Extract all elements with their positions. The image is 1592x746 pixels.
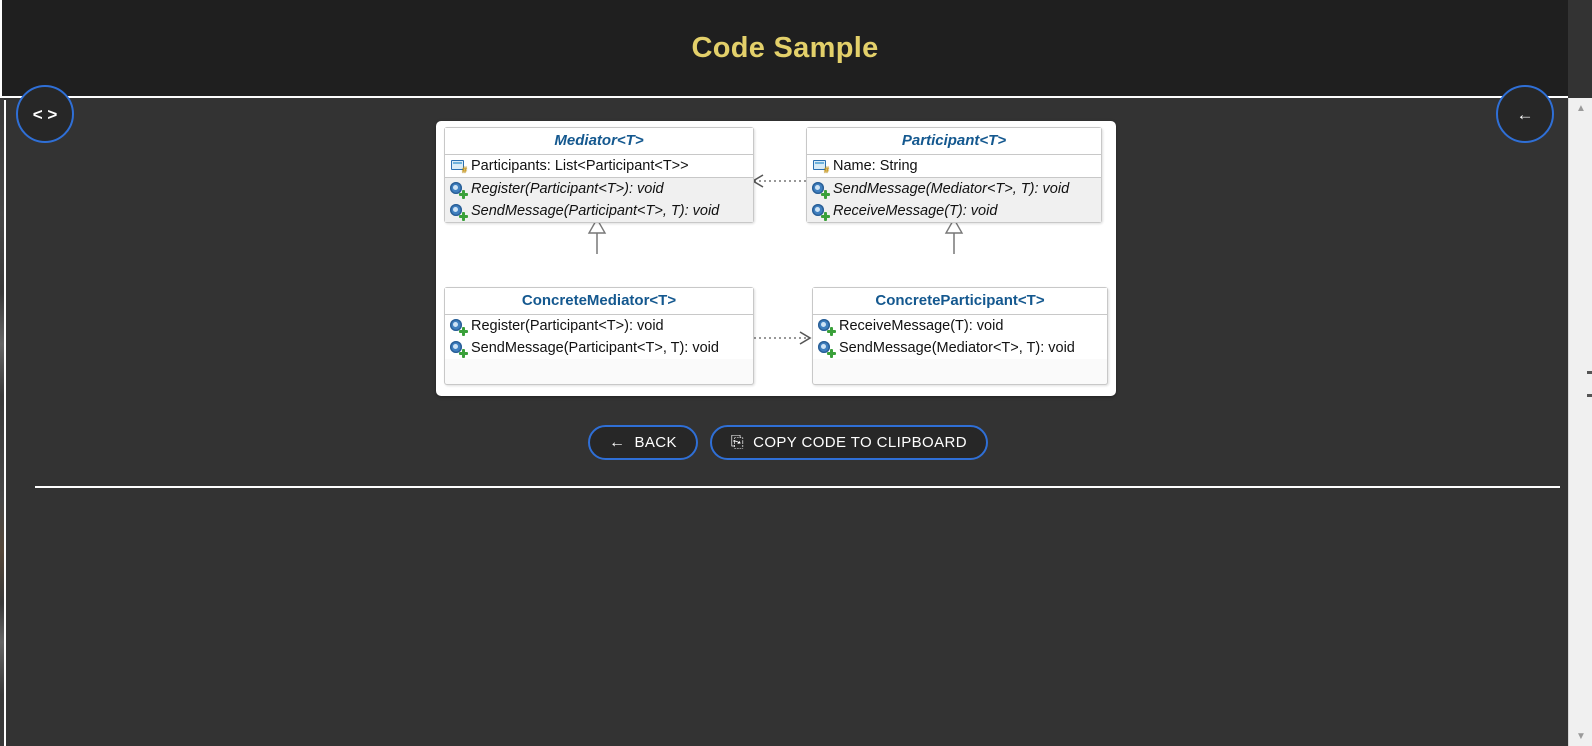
- page-header: Code Sample: [0, 0, 1568, 98]
- uml-methods-section: Register(Participant<T>): void SendMessa…: [445, 177, 753, 222]
- window-edge-sliver: [0, 98, 4, 746]
- uml-member-text: Name: String: [833, 158, 918, 174]
- section-divider: [35, 486, 1560, 488]
- uml-method-row: ReceiveMessage(T): void: [813, 315, 1107, 337]
- code-icon: < >: [32, 104, 58, 124]
- copy-code-button-label: COPY CODE TO CLIPBOARD: [753, 434, 967, 451]
- uml-method-row: SendMessage(Participant<T>, T): void: [445, 337, 753, 359]
- arrow-left-icon: ←: [609, 433, 626, 451]
- uml-method-row: SendMessage(Mediator<T>, T): void: [813, 337, 1107, 359]
- method-icon: [818, 340, 836, 358]
- method-icon: [812, 181, 830, 199]
- clipboard-icon: ⎘: [730, 433, 745, 451]
- page-title: Code Sample: [691, 31, 879, 64]
- method-icon: [818, 318, 836, 336]
- uml-class-concrete-mediator[interactable]: ConcreteMediator<T> Register(Participant…: [444, 287, 754, 385]
- uml-member-text: SendMessage(Mediator<T>, T): void: [833, 181, 1070, 197]
- uml-properties-section: # Participants: List<Participant<T>>: [445, 155, 753, 177]
- uml-method-row: SendMessage(Mediator<T>, T): void: [807, 178, 1101, 200]
- uml-class-participant[interactable]: Participant<T> # Name: String SendMessag…: [806, 127, 1102, 223]
- method-icon: [450, 340, 468, 358]
- property-icon: #: [812, 159, 829, 174]
- uml-methods-section: Register(Participant<T>): void SendMessa…: [445, 315, 753, 359]
- uml-diagram-card: Mediator<T> # Participants: List<Partici…: [436, 121, 1116, 396]
- uml-class-title: Mediator<T>: [445, 128, 753, 155]
- uml-method-row: ReceiveMessage(T): void: [807, 200, 1101, 222]
- uml-properties-section: # Name: String: [807, 155, 1101, 177]
- uml-class-title: Participant<T>: [807, 128, 1101, 155]
- uml-member-text: ReceiveMessage(T): void: [833, 203, 998, 219]
- scroll-up-arrow-icon[interactable]: ▲: [1576, 102, 1586, 114]
- back-button-label: BACK: [634, 434, 677, 451]
- uml-member-text: SendMessage(Mediator<T>, T): void: [839, 340, 1075, 356]
- scrollbar-tick: [1587, 394, 1592, 397]
- uml-class-mediator[interactable]: Mediator<T> # Participants: List<Partici…: [444, 127, 754, 223]
- back-button[interactable]: ← BACK: [588, 425, 698, 460]
- property-icon: #: [450, 159, 467, 174]
- uml-method-row: SendMessage(Participant<T>, T): void: [445, 200, 753, 222]
- uml-class-title: ConcreteParticipant<T>: [813, 288, 1107, 315]
- scroll-down-arrow-icon[interactable]: ▼: [1576, 730, 1586, 742]
- back-arrow-button[interactable]: ←: [1496, 85, 1554, 143]
- uml-methods-section: ReceiveMessage(T): void SendMessage(Medi…: [813, 315, 1107, 359]
- uml-property-row: # Participants: List<Participant<T>>: [445, 155, 753, 177]
- uml-member-text: Register(Participant<T>): void: [471, 181, 664, 197]
- action-button-row: ← BACK ⎘ COPY CODE TO CLIPBOARD: [6, 425, 1568, 460]
- scrollbar-tick: [1587, 371, 1592, 374]
- content-area: Mediator<T> # Participants: List<Partici…: [4, 100, 1568, 746]
- uml-methods-section: SendMessage(Mediator<T>, T): void Receiv…: [807, 177, 1101, 222]
- uml-property-row: # Name: String: [807, 155, 1101, 177]
- uml-method-row: Register(Participant<T>): void: [445, 178, 753, 200]
- method-icon: [812, 203, 830, 221]
- copy-code-button[interactable]: ⎘ COPY CODE TO CLIPBOARD: [709, 425, 988, 460]
- uml-member-text: SendMessage(Participant<T>, T): void: [471, 340, 719, 356]
- uml-member-text: ReceiveMessage(T): void: [839, 318, 1004, 334]
- uml-method-row: Register(Participant<T>): void: [445, 315, 753, 337]
- vertical-scrollbar[interactable]: ▲ ▼: [1568, 98, 1592, 746]
- arrow-left-icon: ←: [1516, 104, 1534, 124]
- view-code-button[interactable]: < >: [16, 85, 74, 143]
- uml-member-text: SendMessage(Participant<T>, T): void: [471, 203, 720, 219]
- uml-member-text: Participants: List<Participant<T>>: [471, 158, 689, 174]
- method-icon: [450, 318, 468, 336]
- method-icon: [450, 181, 468, 199]
- method-icon: [450, 203, 468, 221]
- uml-member-text: Register(Participant<T>): void: [471, 318, 664, 334]
- uml-class-title: ConcreteMediator<T>: [445, 288, 753, 315]
- uml-class-concrete-participant[interactable]: ConcreteParticipant<T> ReceiveMessage(T)…: [812, 287, 1108, 385]
